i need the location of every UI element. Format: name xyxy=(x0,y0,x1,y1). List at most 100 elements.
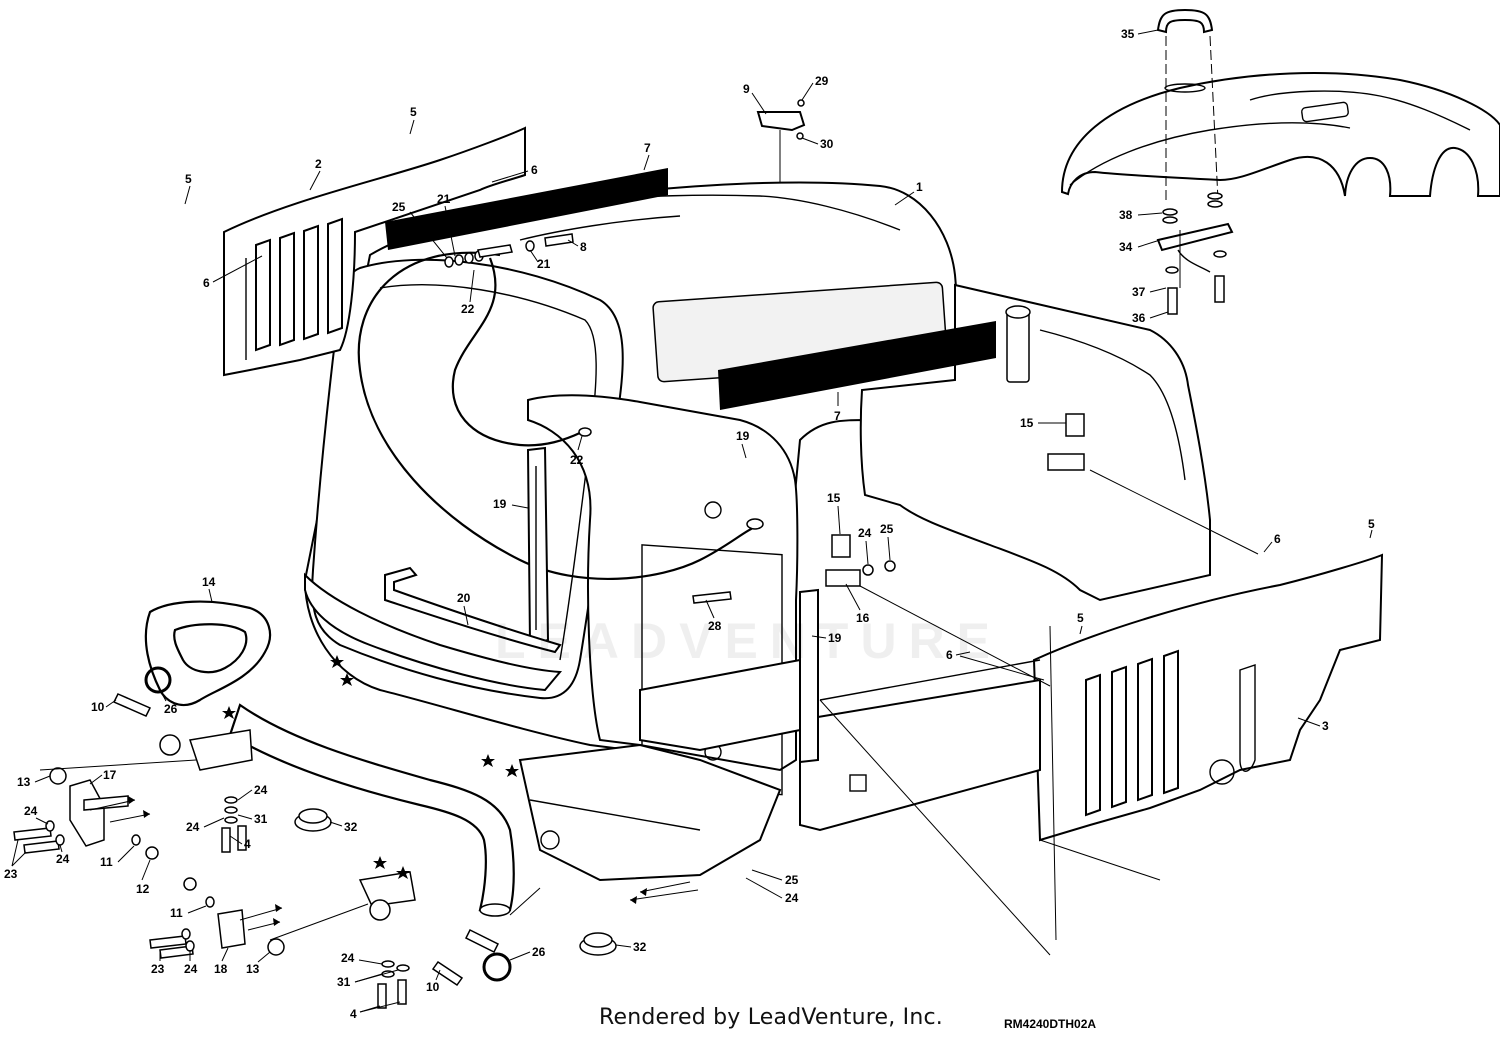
callout-31: 31 xyxy=(337,975,351,989)
drawing-code: RM4240DTH02A xyxy=(1004,1017,1097,1031)
fuel-tank xyxy=(859,283,1211,602)
hardware-cluster-21 xyxy=(444,233,574,268)
callout-12: 12 xyxy=(136,882,150,896)
callout-15: 15 xyxy=(1020,416,1034,430)
bracket-16 xyxy=(825,560,896,587)
callout-5: 5 xyxy=(185,172,192,186)
reference-stars xyxy=(222,655,519,879)
callout-25: 25 xyxy=(880,522,894,536)
assembly-lines xyxy=(39,230,1259,956)
callout-35: 35 xyxy=(1121,27,1135,41)
bolts-10 xyxy=(112,693,464,987)
callout-8: 8 xyxy=(580,240,587,254)
callout-3: 3 xyxy=(1322,719,1329,733)
callout-7: 7 xyxy=(834,409,841,423)
callout-7: 7 xyxy=(644,141,651,155)
callout-24: 24 xyxy=(24,804,38,818)
callout-19: 19 xyxy=(828,631,842,645)
tow-ring-26 xyxy=(144,666,512,982)
callout-1: 1 xyxy=(916,180,923,194)
bolts-23 xyxy=(13,827,194,959)
seal-strip-7-lower xyxy=(718,321,996,410)
callout-13: 13 xyxy=(246,962,260,976)
callout-22: 22 xyxy=(461,302,475,316)
callout-30: 30 xyxy=(820,137,834,151)
callout-26: 26 xyxy=(532,945,546,959)
footer: Rendered by LeadVenture, Inc. RM4240DTH0… xyxy=(0,1003,1500,1033)
callout-23: 23 xyxy=(151,962,165,976)
callout-32: 32 xyxy=(633,940,647,954)
callout-29: 29 xyxy=(815,74,829,88)
callout-32: 32 xyxy=(344,820,358,834)
callout-24: 24 xyxy=(341,951,355,965)
callout-31: 31 xyxy=(254,812,268,826)
callout-23: 23 xyxy=(4,867,18,881)
side-panel-2 xyxy=(223,126,526,377)
bumper-mount-plate xyxy=(159,729,416,921)
direction-arrows xyxy=(89,796,699,931)
hinge-bracket-34 xyxy=(1156,192,1234,315)
callout-5: 5 xyxy=(1368,517,1375,531)
callout-38: 38 xyxy=(1119,208,1133,222)
callout-10: 10 xyxy=(91,700,105,714)
bolt-28 xyxy=(692,591,732,604)
latch-9 xyxy=(756,99,806,140)
callout-24: 24 xyxy=(785,891,799,905)
callout-4: 4 xyxy=(350,1007,357,1021)
callout-5: 5 xyxy=(1077,611,1084,625)
seal-strip-7-upper xyxy=(385,168,668,250)
callout-22: 22 xyxy=(570,453,584,467)
dash-frame xyxy=(304,258,624,700)
callout-18: 18 xyxy=(214,962,228,976)
callout-2: 2 xyxy=(315,157,322,171)
callout-labels: 35 29 9 30 1 5 2 7 6 5 25 21 8 21 6 22 3… xyxy=(4,27,1375,1021)
wiring-harness-22 xyxy=(357,251,764,580)
nuts-washers xyxy=(45,767,410,1009)
frame-rails xyxy=(518,658,1041,882)
callout-6: 6 xyxy=(1274,532,1281,546)
callout-34: 34 xyxy=(1119,240,1133,254)
callout-14: 14 xyxy=(202,575,216,589)
callout-6: 6 xyxy=(203,276,210,290)
mount-bracket-17 xyxy=(69,779,129,847)
callout-13: 13 xyxy=(17,775,31,789)
mount-bracket-18 xyxy=(217,909,246,949)
callout-21: 21 xyxy=(437,192,451,206)
callout-16: 16 xyxy=(856,611,870,625)
callout-21: 21 xyxy=(537,257,551,271)
grommet-32 xyxy=(294,808,617,956)
trim-20 xyxy=(384,566,562,654)
callout-4: 4 xyxy=(244,837,251,851)
callout-17: 17 xyxy=(103,768,117,782)
handle-35 xyxy=(1156,8,1214,34)
callout-15: 15 xyxy=(827,491,841,505)
callout-36: 36 xyxy=(1132,311,1146,325)
callout-24: 24 xyxy=(254,783,268,797)
callout-24: 24 xyxy=(858,526,872,540)
bracket-15 xyxy=(831,534,851,558)
callout-5: 5 xyxy=(410,105,417,119)
callout-24: 24 xyxy=(186,820,200,834)
callout-24: 24 xyxy=(184,962,198,976)
callout-11: 11 xyxy=(170,906,183,920)
seat-cover xyxy=(1060,72,1500,197)
callout-19: 19 xyxy=(736,429,750,443)
callout-9: 9 xyxy=(743,82,750,96)
side-panel-3 xyxy=(1032,553,1384,842)
callout-25: 25 xyxy=(785,873,799,887)
callout-11: 11 xyxy=(100,855,113,869)
front-bumper-14 xyxy=(144,600,515,917)
callout-10: 10 xyxy=(426,980,440,994)
callout-6: 6 xyxy=(946,648,953,662)
callout-6: 6 xyxy=(531,163,538,177)
callout-37: 37 xyxy=(1132,285,1146,299)
callout-26: 26 xyxy=(164,702,178,716)
callout-28: 28 xyxy=(708,619,722,633)
callout-24: 24 xyxy=(56,852,70,866)
channel-19 xyxy=(526,446,819,764)
rendered-by-credit: Rendered by LeadVenture, Inc. xyxy=(599,1005,943,1030)
callout-20: 20 xyxy=(457,591,471,605)
callout-19: 19 xyxy=(493,497,507,511)
